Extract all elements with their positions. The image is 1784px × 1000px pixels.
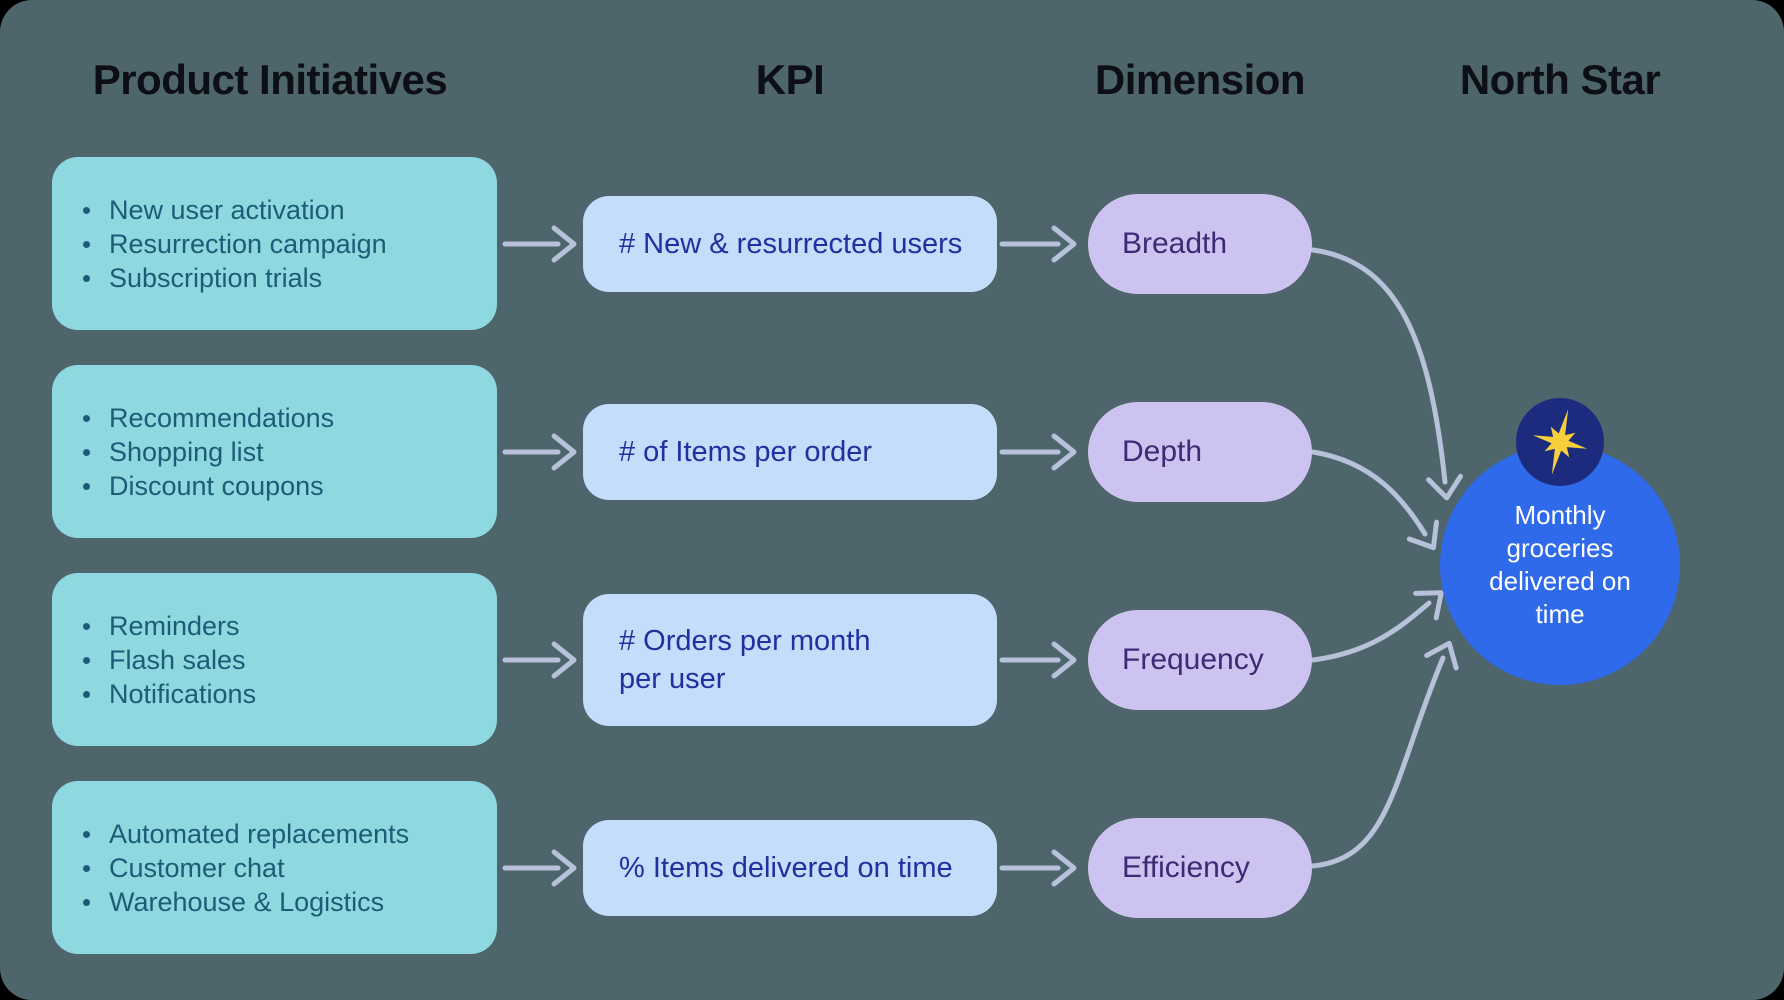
initiative-item: Subscription trials — [52, 261, 497, 295]
initiative-item: Discount coupons — [52, 469, 497, 503]
kpi-box-row4: % Items delivered on time — [583, 820, 997, 916]
column-header-product-initiatives: Product Initiatives — [92, 56, 448, 103]
kpi-box-row1: # New & resurrected users — [583, 196, 997, 292]
initiative-item: Customer chat — [52, 851, 497, 885]
kpi-label: % Items delivered on time — [619, 852, 953, 884]
dimension-pill-breadth: Breadth — [1088, 194, 1312, 294]
arrow-efficiency-to-north-star — [1310, 640, 1459, 869]
initiatives-box-row4: Automated replacements Customer chat War… — [52, 781, 497, 954]
initiative-item: New user activation — [52, 193, 497, 227]
initiative-item: Automated replacements — [52, 817, 497, 851]
north-star-badge — [1516, 398, 1604, 486]
kpi-box-row3: # Orders per month per user — [583, 594, 997, 726]
column-header-north-star: North Star — [1459, 56, 1661, 103]
dimension-pill-frequency: Frequency — [1088, 610, 1312, 710]
initiative-item: Reminders — [52, 609, 497, 643]
dimension-label: Efficiency — [1122, 851, 1250, 884]
dimension-pill-efficiency: Efficiency — [1088, 818, 1312, 918]
kpi-box-row2: # of Items per order — [583, 404, 997, 500]
eight-point-star-icon — [1532, 409, 1588, 475]
column-header-dimension: Dimension — [1094, 56, 1306, 103]
initiative-item: Warehouse & Logistics — [52, 885, 497, 919]
initiatives-box-row2: Recommendations Shopping list Discount c… — [52, 365, 497, 538]
kpi-label: # New & resurrected users — [619, 228, 963, 260]
initiatives-box-row3: Reminders Flash sales Notifications — [52, 573, 497, 746]
initiative-item: Shopping list — [52, 435, 497, 469]
initiatives-list: Automated replacements Customer chat War… — [52, 817, 497, 919]
initiatives-box-row1: New user activation Resurrection campaig… — [52, 157, 497, 330]
north-star-label: Monthly groceries delivered on time — [1489, 500, 1631, 629]
kpi-label: # Orders per month per user — [619, 625, 871, 695]
initiative-item: Notifications — [52, 677, 497, 711]
arrow-breadth-to-north-star — [1310, 247, 1463, 501]
initiatives-list: New user activation Resurrection campaig… — [52, 193, 497, 295]
arrow-depth-to-north-star — [1310, 449, 1440, 551]
column-header-kpi: KPI — [755, 56, 825, 103]
dimension-label: Breadth — [1122, 227, 1228, 260]
initiatives-list: Recommendations Shopping list Discount c… — [52, 401, 497, 503]
initiatives-list: Reminders Flash sales Notifications — [52, 609, 497, 711]
initiative-item: Recommendations — [52, 401, 497, 435]
dimension-pill-depth: Depth — [1088, 402, 1312, 502]
dimension-label: Depth — [1122, 435, 1203, 468]
dimension-label: Frequency — [1122, 643, 1264, 676]
initiative-item: Resurrection campaign — [52, 227, 497, 261]
initiative-item: Flash sales — [52, 643, 497, 677]
arrow-frequency-to-north-star — [1310, 590, 1444, 663]
kpi-label: # of Items per order — [619, 436, 873, 468]
